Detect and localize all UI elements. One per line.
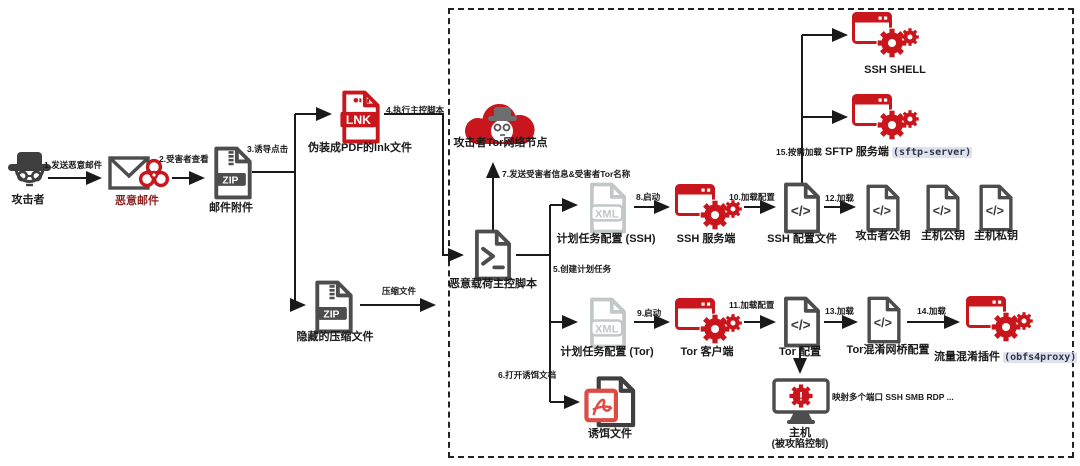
master-script-label: 恶意载荷主控脚本 bbox=[449, 278, 537, 290]
tor-config-file-icon: </> bbox=[780, 296, 824, 348]
zip-badge: ZIP bbox=[323, 309, 339, 320]
tor-client-label: Tor 客户端 bbox=[680, 346, 734, 358]
code-glyph: </> bbox=[791, 317, 811, 332]
edge-label-5: 5.创建计划任务 bbox=[553, 264, 612, 274]
ssh-shell-label: SSH SHELL bbox=[864, 64, 926, 76]
edge-label-8: 8.启动 bbox=[636, 192, 661, 202]
host-pubkey-label: 主机公钥 bbox=[921, 230, 965, 242]
edge-label-6: 6.打开诱饵文档 bbox=[498, 370, 557, 380]
tor-node-label: 攻击者Tor网络节点 bbox=[453, 137, 548, 149]
ssh-config-label: SSH 配置文件 bbox=[767, 233, 837, 245]
attacker-spy-icon bbox=[6, 148, 52, 196]
tor-cloud-icon bbox=[454, 94, 548, 152]
script-file-icon bbox=[470, 229, 516, 281]
edge-label-15: 15.按需加载 bbox=[776, 147, 822, 157]
obfs-plugin-label: 流量混淆插件 (obfs4proxy) bbox=[934, 351, 1079, 364]
edge-label-7: 7.发送受害者信息&受害者Tor名称 bbox=[502, 169, 631, 179]
code-glyph: </> bbox=[933, 204, 951, 218]
attacker-pubkey-label: 攻击者公钥 bbox=[855, 230, 911, 242]
attacker-pubkey-file-icon: </> bbox=[861, 184, 905, 232]
host-boundary-box bbox=[448, 8, 1074, 458]
bridge-config-file-icon: </> bbox=[863, 296, 905, 344]
edge-label-11: 11.加载配置 bbox=[729, 300, 775, 310]
edge-label-14: 14.加载 bbox=[917, 306, 946, 316]
code-glyph: </> bbox=[874, 316, 892, 330]
sftp-server-label: 15.按需加载 SFTP 服务端 (sftp-server) bbox=[776, 146, 986, 159]
xml-badge: XML bbox=[595, 208, 619, 220]
edge-label-10: 10.加载配置 bbox=[729, 192, 775, 202]
task-tor-label: 计划任务配置 (Tor) bbox=[560, 346, 654, 358]
svg-text:!: ! bbox=[799, 390, 803, 404]
sftp-server-icon bbox=[852, 94, 922, 142]
host-label: 主机 bbox=[789, 427, 811, 439]
bridge-config-label: Tor混淆网桥配置 bbox=[846, 344, 930, 356]
host-sublabel: (被攻陷控制) bbox=[771, 439, 829, 450]
obfs-plugin-name: 流量混淆插件 bbox=[934, 351, 1000, 363]
task-ssh-label: 计划任务配置 (SSH) bbox=[556, 233, 656, 245]
code-glyph: </> bbox=[986, 204, 1004, 218]
obfs-plugin-code: (obfs4proxy) bbox=[1003, 352, 1078, 363]
xml-file-tor-icon: XML bbox=[583, 297, 633, 349]
ssh-server-label: SSH 服务端 bbox=[676, 233, 736, 245]
attacker-label: 攻击者 bbox=[11, 194, 45, 206]
host-privkey-file-icon: </> bbox=[974, 184, 1018, 232]
malicious-email-label: 恶意邮件 bbox=[115, 195, 159, 207]
lnk-badge: LNK bbox=[346, 113, 371, 127]
tor-config-label: Tor 配置 bbox=[779, 346, 821, 358]
edge-label-1: 1.发送恶意邮件 bbox=[44, 160, 103, 170]
hidden-zip-label: 隐藏的压缩文件 bbox=[296, 331, 374, 343]
host-ports-note: 映射多个端口 SSH SMB RDP ... bbox=[832, 392, 954, 402]
zip-badge: ZIP bbox=[222, 175, 238, 186]
edge-label-3: 3.诱导点击 bbox=[247, 144, 289, 154]
host-privkey-label: 主机私钥 bbox=[974, 230, 1018, 242]
obfs-plugin-icon bbox=[966, 296, 1036, 344]
edge-label-4: 4.执行主控脚本 bbox=[386, 105, 445, 115]
xml-badge: XML bbox=[595, 323, 619, 335]
edge-label-2: 2.受害者查看 bbox=[159, 154, 209, 164]
lnk-file-icon: LNK bbox=[338, 90, 384, 144]
edge-label-zip: 压缩文件 bbox=[382, 286, 417, 296]
decoy-file-label: 诱饵文件 bbox=[588, 428, 632, 440]
zip-attachment-icon: ZIP bbox=[211, 146, 255, 200]
host-monitor-icon: ! bbox=[772, 378, 830, 428]
code-glyph: </> bbox=[791, 203, 811, 218]
edge-label-13: 13.加载 bbox=[825, 306, 854, 316]
biohazard-icon bbox=[136, 156, 172, 192]
lnk-file-label: 伪装成PDF的lnk文件 bbox=[308, 142, 412, 154]
decoy-pdf-icon bbox=[582, 376, 640, 430]
sftp-server-name: SFTP 服务端 bbox=[824, 146, 889, 158]
edge-label-12: 12.加载 bbox=[825, 193, 854, 203]
code-glyph: </> bbox=[873, 204, 891, 218]
xml-file-ssh-icon: XML bbox=[583, 182, 633, 234]
host-pubkey-file-icon: </> bbox=[921, 184, 965, 232]
sftp-server-code: (sftp-server) bbox=[891, 147, 973, 158]
email-attachment-label: 邮件附件 bbox=[209, 202, 253, 214]
ssh-config-file-icon: </> bbox=[780, 182, 824, 234]
edge-label-9: 9.启动 bbox=[637, 308, 662, 318]
hidden-zip-icon: ZIP bbox=[311, 280, 357, 334]
ssh-shell-icon bbox=[852, 12, 922, 60]
